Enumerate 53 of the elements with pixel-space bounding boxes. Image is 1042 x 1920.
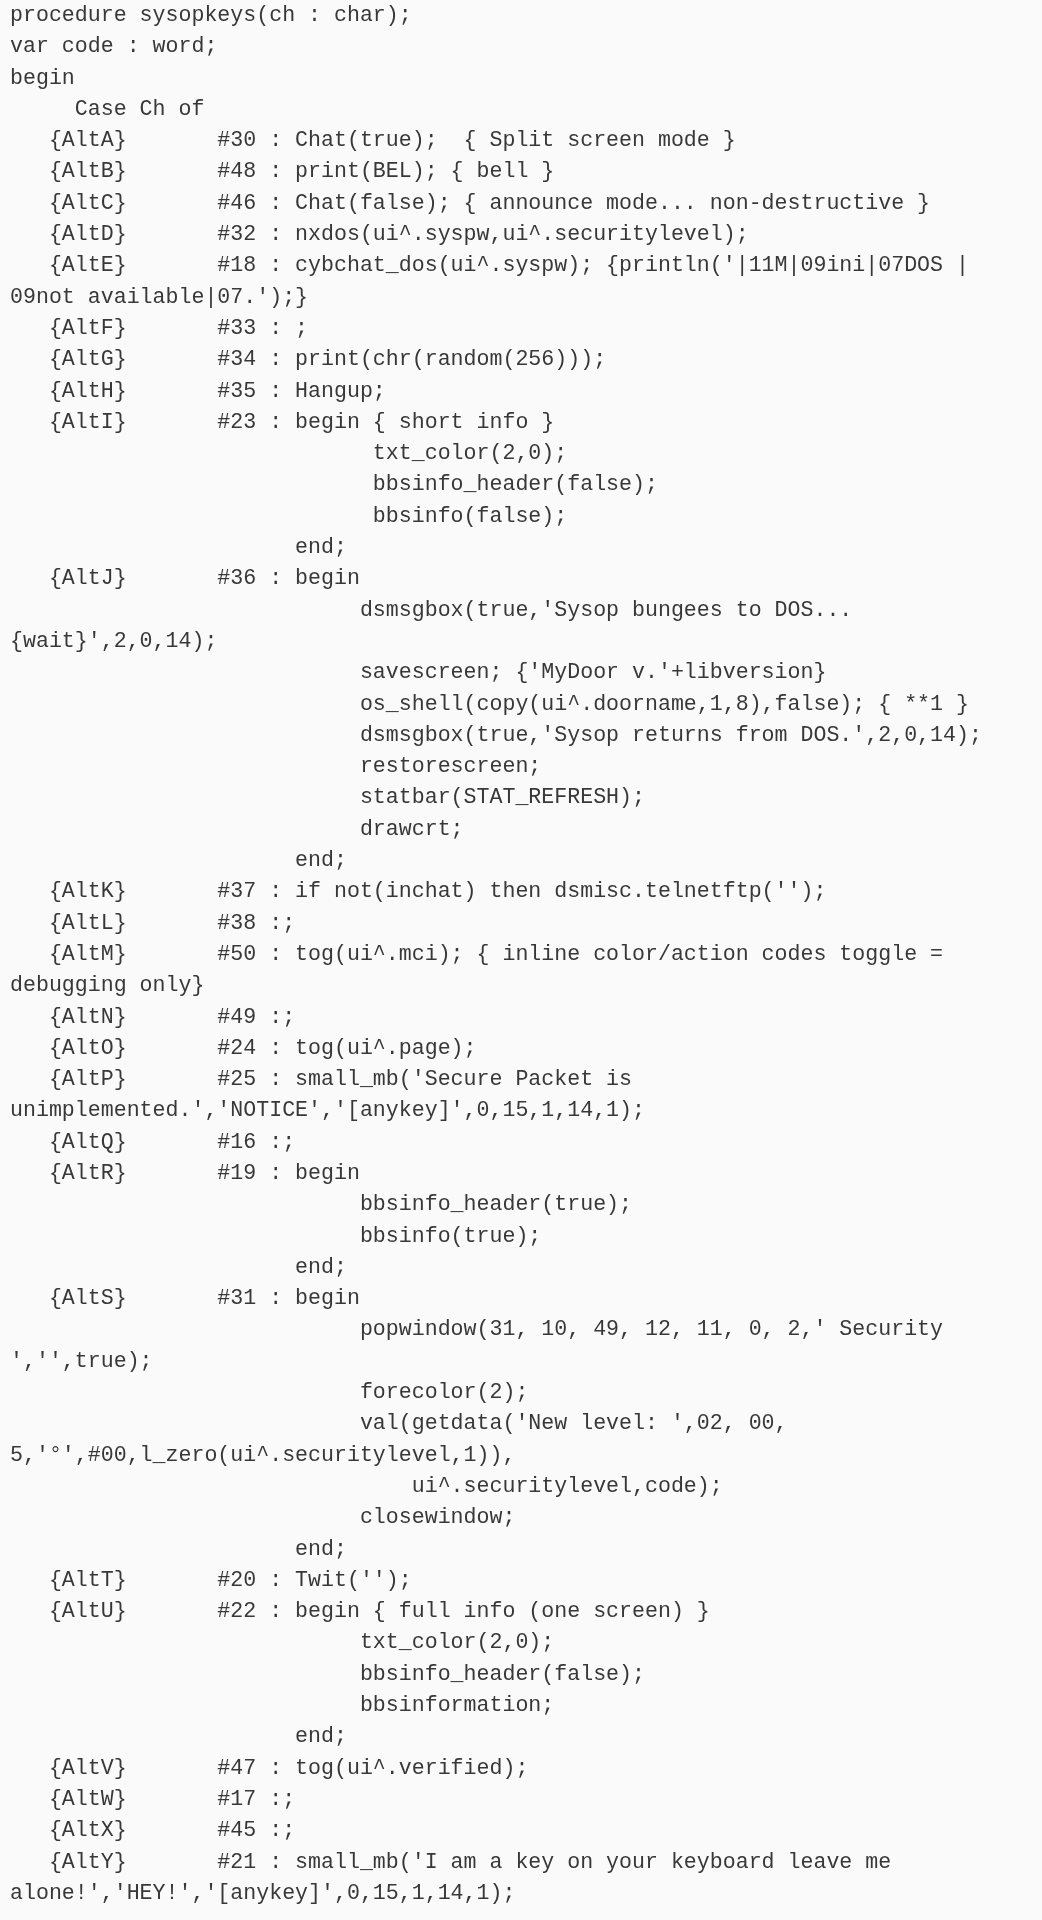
code-line: end; bbox=[294, 1253, 347, 1281]
code-line: forecolor(2); bbox=[358, 1379, 529, 1407]
code-line: {AltO} #24 : tog(ui^.page); bbox=[47, 1034, 477, 1062]
code-line: end; bbox=[294, 1723, 347, 1751]
code-line: dsmsgbox(true,'Sysop returns from DOS.',2,0,14); bbox=[358, 721, 982, 749]
code-line: {AltU} #22 : begin { full info (one screen) } bbox=[47, 1598, 710, 1626]
code-line: txt_color(2,0); bbox=[371, 440, 568, 468]
code-line: {AltC} #46 : Chat(false); { announce mode... non-destructive } bbox=[47, 189, 931, 217]
code-line: {AltK} #37 : if not(inchat) then dsmisc.telnetftp(''); bbox=[47, 878, 827, 906]
code-line: restorescreen; bbox=[358, 753, 542, 781]
code-line: {AltF} #33 : ; bbox=[47, 314, 309, 342]
code-line: popwindow(31, 10, 49, 12, 11, 0, 2,' Security ','',true); bbox=[10, 1316, 945, 1375]
code-line: savescreen; {'MyDoor v.'+libversion} bbox=[358, 659, 827, 687]
code-line: {AltT} #20 : Twit(''); bbox=[47, 1566, 412, 1594]
code-line: {AltX} #45 :; bbox=[47, 1817, 296, 1845]
code-line: {AltJ} #36 : begin bbox=[47, 565, 360, 593]
code-line: bbsinfo(false); bbox=[371, 502, 568, 530]
code-line: {AltD} #32 : nxdos(ui^.syspw,ui^.securitylevel); bbox=[47, 221, 749, 249]
code-line: {AltY} #21 : small_mb('I am a key on your keyboard leave me alone!','HEY!','[anykey]',0,15,1,14,1); bbox=[10, 1848, 893, 1907]
code-line: {AltQ} #16 :; bbox=[47, 1128, 296, 1156]
code-line: ui^.securitylevel,code); bbox=[410, 1472, 723, 1500]
code-line: end; bbox=[294, 534, 347, 562]
code-line: txt_color(2,0); bbox=[358, 1629, 555, 1657]
code-line: os_shell(copy(ui^.doorname,1,8),false); { **1 } bbox=[358, 690, 969, 718]
code-line: bbsinformation; bbox=[358, 1692, 555, 1720]
code-line: bbsinfo_header(false); bbox=[358, 1660, 645, 1688]
code-line: bbsinfo_header(false); bbox=[371, 471, 658, 499]
code-line: {AltB} #48 : print(BEL); { bell } bbox=[47, 158, 555, 186]
code-line: {AltP} #25 : small_mb('Secure Packet is unimplemented.','NOTICE','[anykey]',0,15,1,14,1); bbox=[10, 1066, 646, 1125]
code-line: Case Ch of bbox=[73, 95, 205, 123]
code-line: end; bbox=[294, 847, 347, 874]
code-line: statbar(STAT_REFRESH); bbox=[358, 784, 645, 812]
code-line: var code : word; bbox=[10, 33, 218, 61]
code-line: {AltW} #17 :; bbox=[47, 1785, 296, 1813]
code-line: end; bbox=[294, 1535, 347, 1563]
code-line: {AltR} #19 : begin bbox=[47, 1160, 360, 1187]
code-line: {AltE} #18 : cybchat_dos(ui^.syspw); {println('|11M|09ini|07DOS | 09not available|07.');} bbox=[10, 252, 970, 311]
code-line: drawcrt; bbox=[358, 815, 464, 843]
code-line: dsmsgbox(true,'Sysop bungees to DOS... {wait}',2,0,14); bbox=[10, 596, 854, 655]
code-line: {AltA} #30 : Chat(true); { Split screen mode } bbox=[47, 127, 736, 155]
code-line: closewindow; bbox=[358, 1504, 516, 1532]
code-line: begin bbox=[10, 64, 75, 92]
code-line: bbsinfo_header(true); bbox=[358, 1191, 633, 1219]
code-line: {AltI} #23 : begin { short info } bbox=[47, 408, 555, 436]
code-line: {AltM} #50 : tog(ui^.mci); { inline color/action codes toggle = debugging only} bbox=[10, 940, 945, 1000]
code-line: {AltN} #49 :; bbox=[47, 1003, 296, 1031]
code-line: {AltL} #38 :; bbox=[47, 909, 296, 937]
code-line: procedure sysopkeys(ch : char); bbox=[10, 2, 412, 29]
code-line: {AltG} #34 : print(chr(random(256))); bbox=[47, 346, 607, 374]
code-line: {AltS} #31 : begin bbox=[47, 1285, 360, 1313]
code-line: {AltH} #35 : Hangup; bbox=[47, 377, 386, 405]
code-line: bbsinfo(true); bbox=[358, 1222, 542, 1250]
code-line: {AltV} #47 : tog(ui^.verified); bbox=[47, 1754, 529, 1782]
